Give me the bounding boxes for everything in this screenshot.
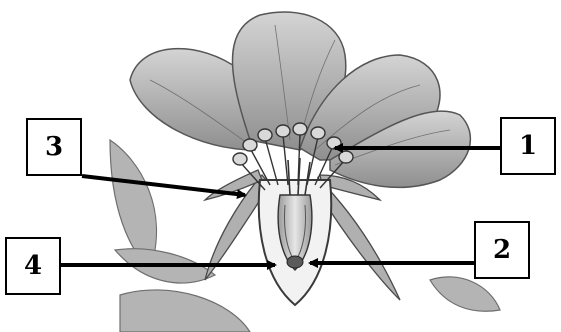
anther bbox=[276, 125, 290, 137]
label-box-2: 2 bbox=[474, 221, 530, 279]
ovule bbox=[287, 256, 303, 268]
leaf-bottom bbox=[120, 290, 250, 332]
anther bbox=[258, 129, 272, 141]
anther bbox=[339, 151, 353, 163]
leaf-right bbox=[430, 277, 500, 311]
label-box-1: 1 bbox=[500, 117, 556, 175]
anther bbox=[293, 123, 307, 135]
anther bbox=[311, 127, 325, 139]
label-box-4: 4 bbox=[5, 237, 61, 295]
anther bbox=[243, 139, 257, 151]
anther bbox=[233, 153, 247, 165]
label-box-3: 3 bbox=[26, 118, 82, 176]
arrow-3 bbox=[82, 176, 245, 195]
